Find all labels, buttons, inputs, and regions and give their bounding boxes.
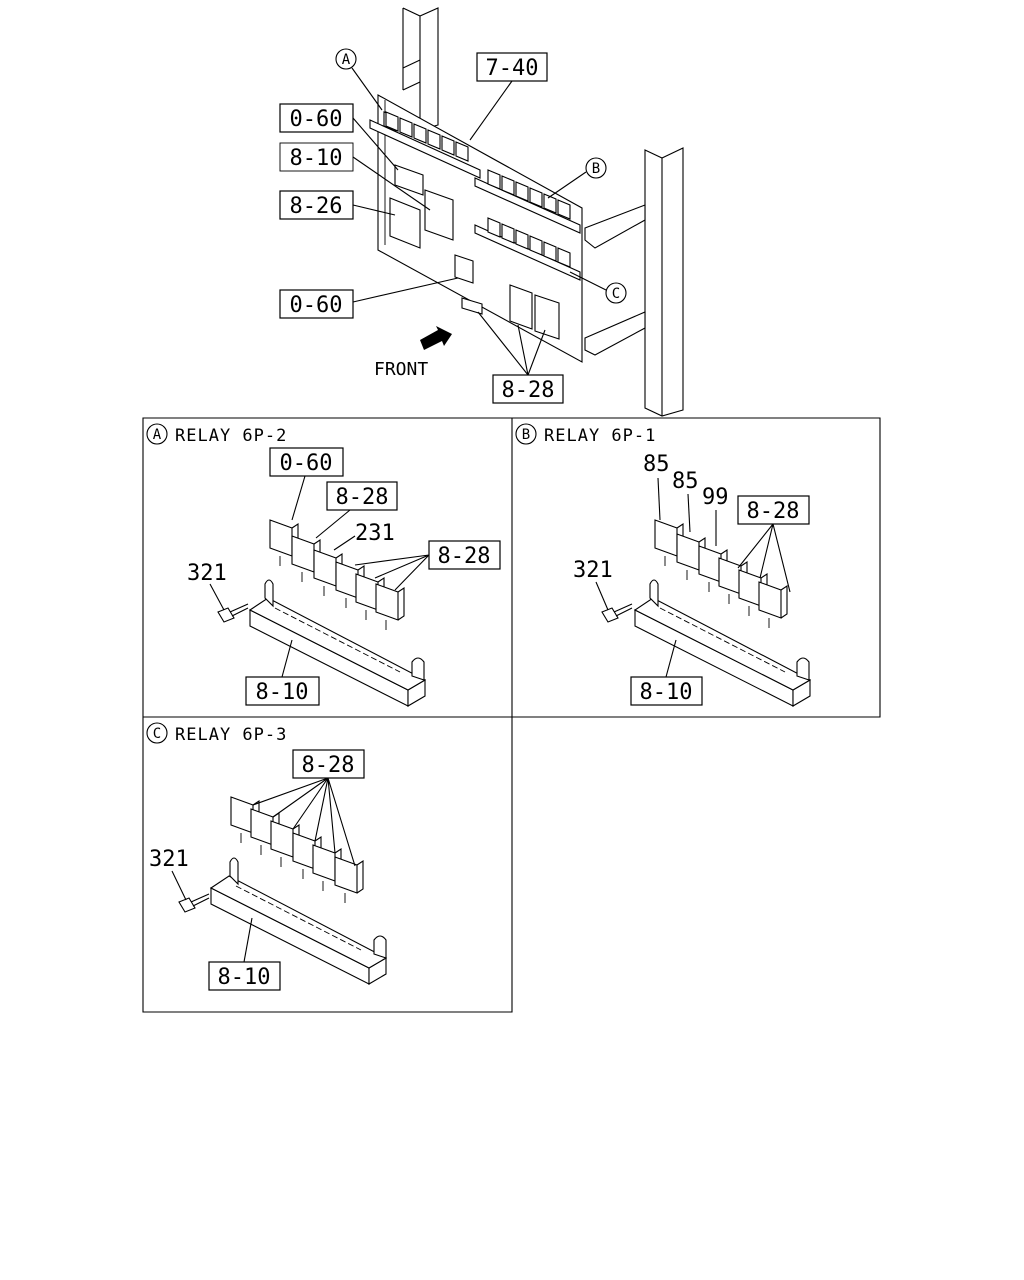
- detail-c-bracket: [209, 857, 388, 985]
- relay-panel: [369, 94, 583, 363]
- callout-lower-relay: 0-60: [290, 293, 343, 318]
- svg-text:A: A: [342, 52, 351, 68]
- detail-b-bolt-icon: [601, 603, 633, 623]
- detail-a-relays: [269, 519, 405, 630]
- detail-a-title: RELAY 6P-2: [175, 426, 287, 446]
- detail-grid: [142, 417, 881, 1013]
- detail-c-label-bracket: 8-10: [218, 965, 271, 990]
- front-arrow-icon: [420, 326, 452, 350]
- detail-a-label-top: 0-60: [280, 451, 333, 476]
- detail-b-label-85a: 85: [643, 452, 670, 477]
- detail-b-title: RELAY 6P-1: [544, 426, 656, 446]
- callout-lower-relay-box: [279, 289, 354, 319]
- detail-c-label-bolt: 321: [149, 847, 189, 872]
- marker-c: [605, 282, 627, 304]
- detail-a-bolt-icon: [217, 603, 249, 623]
- callout-relay-8-10: 8-10: [290, 146, 343, 171]
- detail-b-bracket: [633, 579, 812, 707]
- frame-right: [584, 147, 684, 417]
- detail-a-bracket: [248, 579, 427, 707]
- detail-b: B RELAY 6P-1 85 85 99: [515, 423, 812, 707]
- callout-relay-8-26: 8-26: [290, 194, 343, 219]
- frame-left: [402, 7, 439, 131]
- svg-text:B: B: [592, 161, 600, 177]
- detail-b-label-bracket: 8-10: [640, 680, 693, 705]
- detail-c: C RELAY 6P-3 8-28 321 8-1: [146, 722, 388, 991]
- detail-a-label-231: 231: [355, 521, 395, 546]
- detail-a-label-bolt: 321: [187, 561, 227, 586]
- detail-a: A RELAY 6P-2 0-60: [146, 423, 501, 707]
- marker-a: [335, 48, 357, 70]
- svg-text:C: C: [612, 286, 620, 302]
- overview-illustration: FRONT A B C 7-40 0-60 8-10 8-26 0-60: [279, 7, 684, 417]
- detail-b-relays: [654, 519, 788, 628]
- detail-b-label-85b: 85: [672, 469, 699, 494]
- callout-relays-8-28: 8-28: [502, 378, 555, 403]
- detail-c-label-relays: 8-28: [302, 753, 355, 778]
- callout-relays-8-28-box: [492, 374, 564, 404]
- detail-b-label-99: 99: [702, 485, 729, 510]
- detail-c-relays: [230, 796, 364, 903]
- front-label: FRONT: [374, 359, 428, 380]
- callout-panel: 7-40: [486, 56, 539, 81]
- detail-c-bolt-icon: [178, 893, 210, 913]
- detail-c-marker: C: [153, 726, 161, 742]
- detail-a-label-right: 8-28: [438, 544, 491, 569]
- detail-c-title: RELAY 6P-3: [175, 725, 287, 745]
- detail-b-label-relays: 8-28: [747, 499, 800, 524]
- detail-a-marker: A: [153, 427, 162, 443]
- detail-b-label-bolt: 321: [573, 558, 613, 583]
- marker-b: [585, 157, 607, 179]
- detail-b-marker: B: [522, 427, 530, 443]
- callout-top-relay: 0-60: [290, 107, 343, 132]
- detail-a-label-mid: 8-28: [336, 485, 389, 510]
- detail-a-label-bracket: 8-10: [256, 680, 309, 705]
